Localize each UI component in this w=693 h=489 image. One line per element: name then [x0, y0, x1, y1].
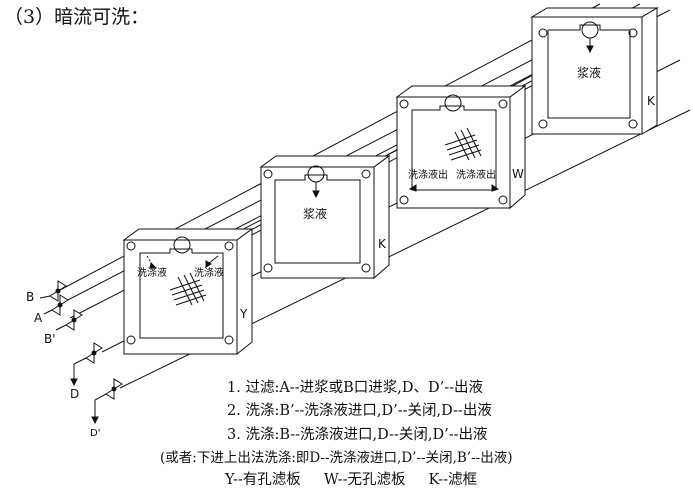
valve-d-label: D	[70, 387, 79, 401]
legend-step-alt: (或者:下进上出法洗涤:即D--洗涤液进口,D’--关闭,B’--出液)	[160, 450, 513, 466]
k-front-slurry-label: 浆液	[303, 206, 327, 221]
valve-b-prime-label: B'	[44, 332, 56, 346]
valve-d[interactable]	[70, 342, 103, 387]
diagram-title: （3）暗流可洗：	[4, 6, 150, 28]
w-wash-out-right-label: 洗涤液出	[456, 168, 496, 181]
legend-step-1: 1. 过滤:A--进浆或B口进浆,D、D’--出液	[227, 380, 484, 396]
w-wash-out-left-label: 洗涤液出	[408, 168, 448, 181]
k-front-letter: K	[378, 237, 387, 251]
legend-step-2: 2. 洗涤:B’--洗涤液进口,D’--关闭,D--出液	[227, 403, 492, 419]
plate-k-front	[259, 155, 391, 280]
valve-b-label: B	[26, 290, 34, 304]
k-back-letter: K	[647, 94, 656, 108]
legend-step-3: 3. 洗涤:B--洗涤液进口,D--关闭,D’--出液	[227, 427, 488, 443]
valve-a-label: A	[34, 311, 43, 325]
y-letter: Y	[239, 307, 248, 321]
valve-a[interactable]	[43, 294, 69, 316]
valve-d-prime-label: D'	[90, 428, 100, 439]
plate-w	[395, 85, 527, 210]
k-back-slurry-label: 浆液	[577, 65, 601, 80]
y-wash-left-label: 洗涤液	[137, 266, 167, 279]
plate-k-back	[530, 7, 659, 135]
y-wash-right-label: 洗涤液	[194, 266, 224, 279]
w-letter: W	[512, 167, 524, 181]
plate-y	[122, 228, 254, 356]
valve-b-prime[interactable]	[55, 309, 83, 331]
valve-d-prime[interactable]	[91, 378, 123, 425]
valve-b[interactable]	[39, 280, 67, 302]
legend-plate-key: Y--有孔滤板 W--无孔滤板 K--滤框	[225, 472, 478, 488]
